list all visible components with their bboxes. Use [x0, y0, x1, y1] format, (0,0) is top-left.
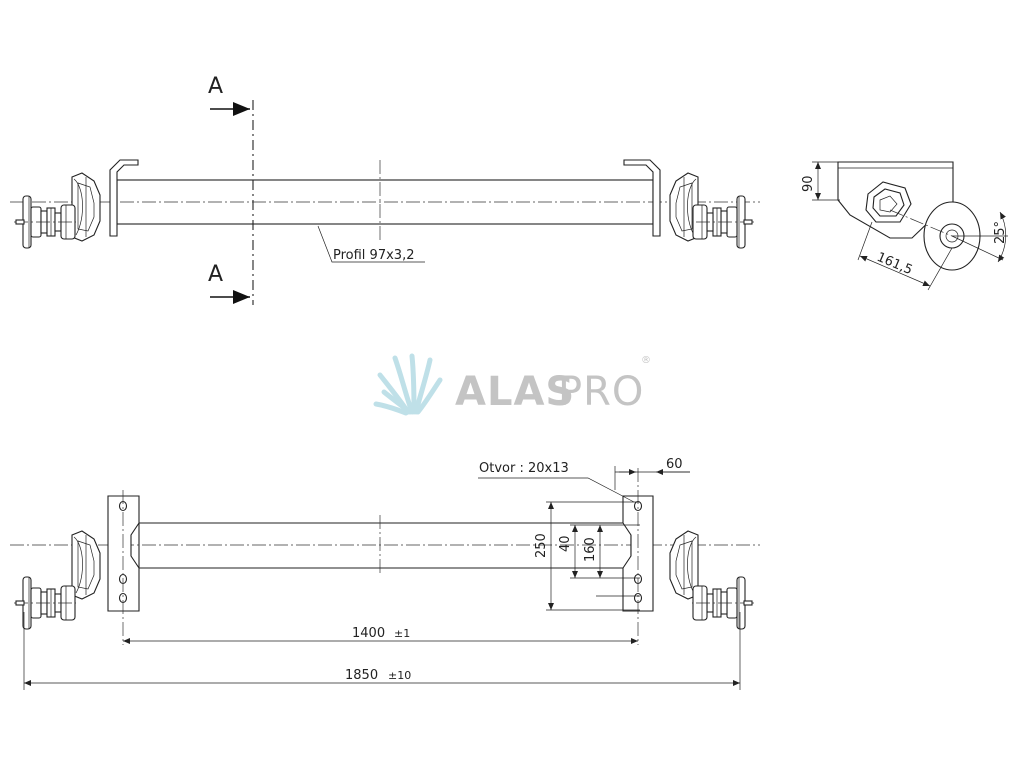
profile-label: Profil 97x3,2 [333, 248, 414, 263]
section-line-a: A A [208, 74, 254, 305]
logo-text-light: PRO [558, 369, 644, 415]
section-label-bottom: A [208, 262, 223, 287]
hole-label: Otvor : 20x13 [479, 461, 569, 476]
dim-1400: 1400 [352, 626, 385, 641]
section-label-top: A [208, 74, 223, 99]
alaspro-logo: ALAS PRO ® [373, 353, 651, 416]
dim-angle: 25° [993, 221, 1008, 244]
logo-registered: ® [641, 355, 651, 366]
dim-height: 90 [801, 175, 816, 192]
dim-60: 60 [666, 457, 683, 472]
dim-1400-tol: ±1 [394, 627, 410, 640]
logo-text-bold: ALAS [455, 369, 575, 415]
side-view: 90 161,5 25° [801, 161, 1008, 291]
dim-arm: 161,5 [874, 250, 914, 278]
dim-1850: 1850 [345, 668, 378, 683]
dim-1850-tol: ±10 [388, 669, 411, 682]
dim-40: 40 [558, 535, 573, 552]
dim-160: 160 [583, 537, 598, 562]
dim-250: 250 [534, 533, 549, 558]
leaf-icon [373, 353, 443, 416]
mounting-hole [118, 500, 128, 604]
top-view-axle: Profil 97x3,2 [10, 159, 760, 263]
bottom-view-axle: Otvor : 20x13 60 250 40 160 1400 ±1 1850… [10, 457, 760, 690]
